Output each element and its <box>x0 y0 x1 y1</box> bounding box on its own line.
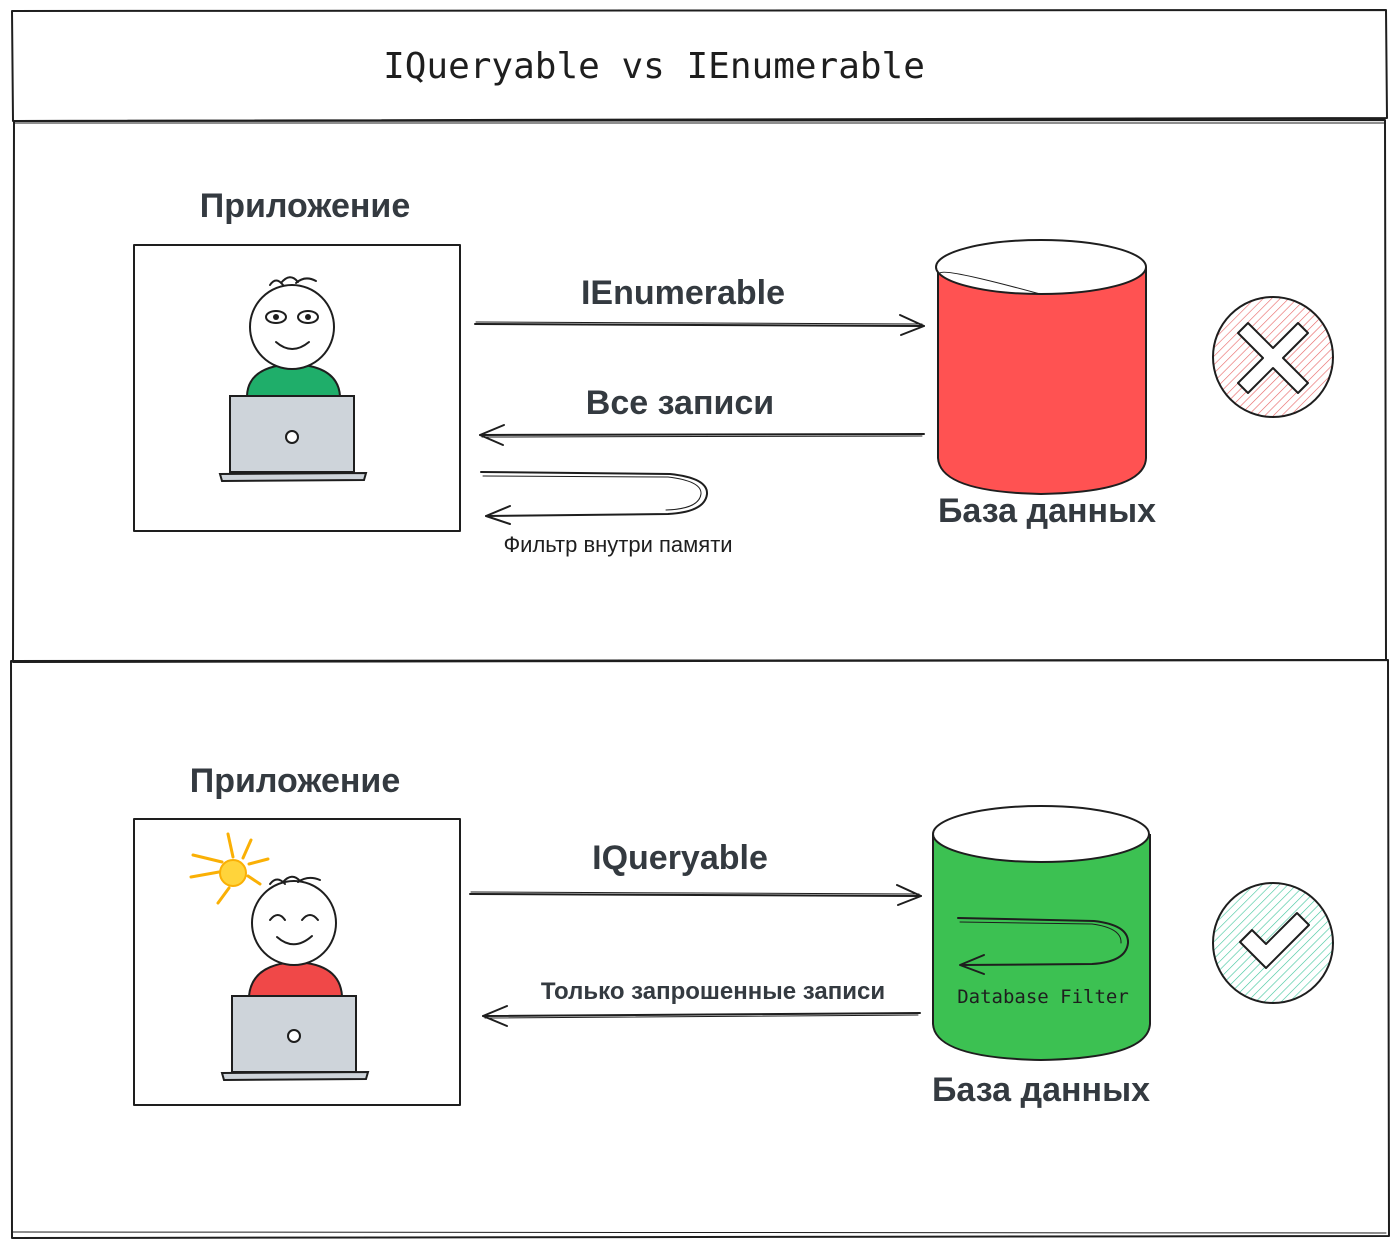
bottom-response-arrow <box>482 1005 921 1027</box>
top-response-label: Все записи <box>586 384 774 422</box>
top-laptop-icon <box>218 395 368 483</box>
top-response-arrow <box>479 424 925 446</box>
top-loop-caption: Фильтр внутри памяти <box>503 532 732 557</box>
bottom-response-label: Только запрошенные записи <box>541 978 885 1005</box>
lightbulb-icon <box>189 832 270 905</box>
top-memory-filter-loop-arrow <box>480 471 709 525</box>
page-title: IQueryable vs IEnumerable <box>383 46 925 87</box>
top-person-icon <box>245 276 342 397</box>
check-circle-icon <box>1212 882 1334 1004</box>
db-filter-loop-arrow <box>957 917 1130 975</box>
db-filter-label: Database Filter <box>957 986 1129 1008</box>
bottom-request-arrow <box>469 884 922 906</box>
top-request-arrow <box>474 314 925 336</box>
top-app-box <box>133 244 461 532</box>
bottom-app-label: Приложение <box>190 762 401 800</box>
top-db-label: База данных <box>938 492 1156 530</box>
top-request-label: IEnumerable <box>581 274 785 312</box>
bottom-request-label: IQueryable <box>592 839 768 877</box>
bottom-person-icon <box>247 875 344 997</box>
bottom-app-box <box>133 818 461 1106</box>
bottom-db-label: База данных <box>932 1071 1150 1109</box>
top-app-label: Приложение <box>200 187 411 225</box>
x-circle-icon <box>1212 296 1334 418</box>
frame-bottom-panel <box>10 659 1390 1239</box>
frame-title <box>11 9 1388 122</box>
bottom-database-icon <box>932 805 1151 1062</box>
bottom-laptop-icon <box>220 995 370 1082</box>
top-database-icon <box>935 239 1147 496</box>
